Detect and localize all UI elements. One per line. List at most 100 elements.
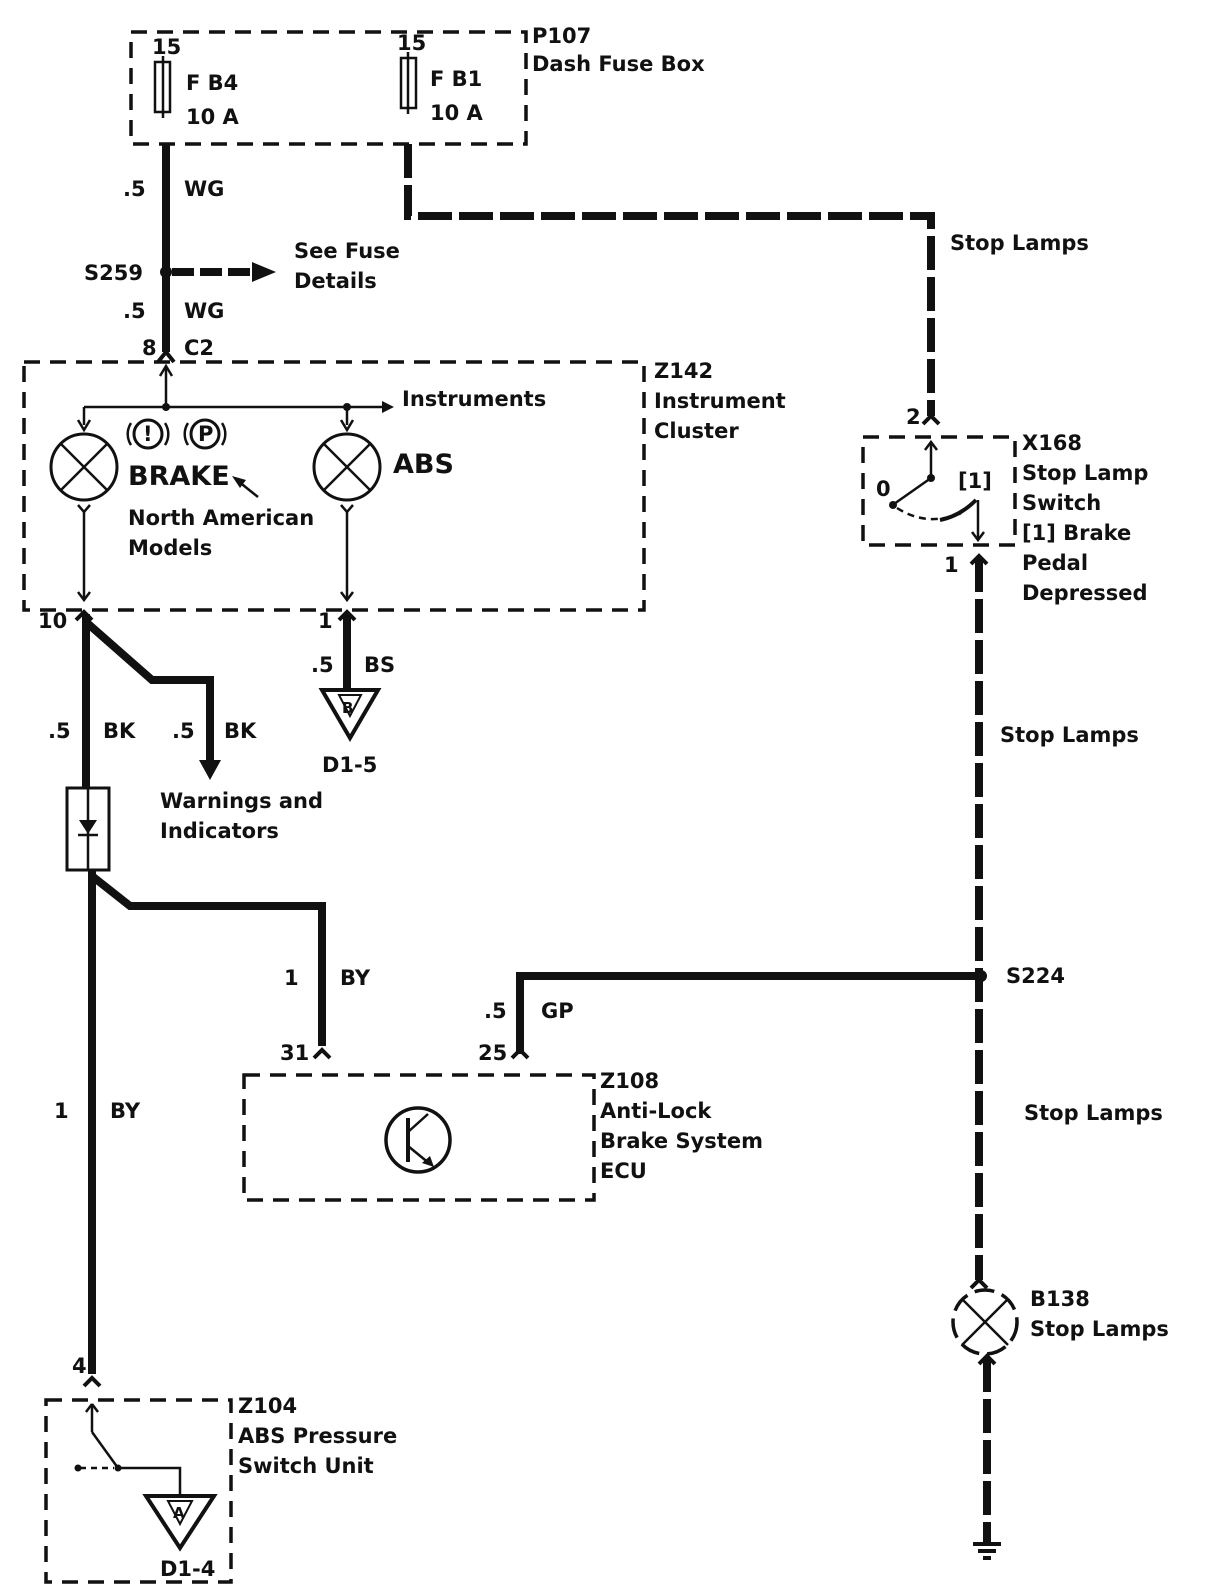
fuse-f-b4-circuit: 15: [152, 35, 181, 59]
fuse-f-b4-name: F B4: [186, 71, 238, 95]
instrument-cluster-name-line1: Instrument: [654, 389, 786, 413]
stop-lamp-switch-pin-in: 2: [906, 405, 921, 429]
ecu-pin-31: 31: [280, 1041, 309, 1065]
gp-wire: .5 GP S224: [484, 964, 1065, 1054]
stop-lamps-bulb-id: B138: [1030, 1287, 1090, 1311]
fuse-f-b1-rating: 10 A: [430, 101, 484, 125]
pressure-switch-outline: [44, 1398, 233, 1584]
splice-s259-label: S259: [84, 261, 143, 285]
stop-lamps-label-1: Stop Lamps: [950, 231, 1089, 255]
wire-bk-branch: [83, 618, 214, 762]
instrument-cluster-id: Z142: [654, 359, 713, 383]
stop-lamps-bulb-name: Stop Lamps: [1030, 1317, 1169, 1341]
fuse-f-b1-circuit: 15: [397, 31, 426, 55]
stop-lamp-switch-pos-1: [1]: [958, 469, 992, 493]
ground-a-ref: D1-4: [160, 1557, 215, 1581]
fuse-box-outline: [129, 30, 528, 146]
parking-brake-symbol-icon: P: [183, 418, 227, 450]
fuse-box-id: P107: [532, 24, 591, 48]
brake-warning-lamp-icon: [49, 432, 119, 502]
stop-lamps-label-3: Stop Lamps: [1024, 1101, 1163, 1125]
fuse-f-b1-name: F B1: [430, 67, 482, 91]
arrow-right-icon: [252, 262, 276, 282]
brake-lamp-output-circuit: 10 .5 BK .5 BK Warnings and Indicators: [38, 609, 323, 843]
brake-exclamation-symbol-icon: !: [126, 418, 170, 450]
stop-lamps-label-2: Stop Lamps: [1000, 723, 1139, 747]
instrument-cluster: ! P BRAKE ABS North American Models Inst…: [22, 359, 786, 612]
warnings-label-line2: Indicators: [160, 819, 279, 843]
wire-gp-size: .5: [484, 999, 507, 1023]
abs-lamp-pin: 1: [318, 609, 333, 633]
warnings-label-line1: Warnings and: [160, 789, 323, 813]
arrow-down-icon: [199, 760, 221, 780]
instrument-cluster-name-line2: Cluster: [654, 419, 739, 443]
instruments-arrow-icon: [382, 401, 394, 413]
stop-lamp-switch-id: X168: [1022, 431, 1082, 455]
wire-bs-size: .5: [311, 653, 334, 677]
abs-warning-lamp-icon: [312, 432, 382, 502]
stop-lamp-switch-name-line2: Switch: [1022, 491, 1101, 515]
wire-bk-size: .5: [48, 719, 71, 743]
wg-feed-wires: .5 WG S259 See Fuse Details .5 WG 8 C2: [84, 144, 400, 364]
brake-symbol-p: P: [198, 422, 213, 446]
wire-by-switch-size: 1: [54, 1099, 69, 1123]
stop-lamp-switch-note-line3: Depressed: [1022, 581, 1148, 605]
instrument-cluster-outline: [22, 360, 646, 612]
wire-bk-branch-color: BK: [224, 719, 257, 743]
stop-lamp-switch-pos-0: 0: [876, 477, 891, 501]
fuse-details-note-line2: Details: [294, 269, 377, 293]
abs-ecu-name-line1: Anti-Lock: [600, 1099, 712, 1123]
wire-bk-branch-size: .5: [172, 719, 195, 743]
abs-ecu-outline: [242, 1073, 596, 1202]
pressure-switch-name-line1: ABS Pressure: [238, 1424, 397, 1448]
wire-by-ecu-color: BY: [340, 966, 371, 990]
connector-c2-name: C2: [184, 336, 214, 360]
wire-gp: [516, 972, 975, 1054]
wire-gp-color: GP: [541, 999, 574, 1023]
instruments-label: Instruments: [402, 387, 546, 411]
abs-ecu-name-line2: Brake System: [600, 1129, 763, 1153]
abs-pressure-switch-unit: 4 A D1-4 Z104 ABS Pressure Switch Unit: [44, 1354, 397, 1584]
pressure-switch-pin: 4: [72, 1354, 87, 1378]
stop-lamp-switch-note-line2: Pedal: [1022, 551, 1088, 575]
ground-b-letter: B: [342, 699, 353, 717]
diode-icon: [65, 786, 111, 872]
ground-b-ref: D1-5: [322, 753, 377, 777]
dash-fuse-box: 15 F B4 10 A 15 F B1 10 A P107 Dash Fuse…: [129, 24, 705, 146]
stop-lamp-bulb-icon: [951, 1288, 1019, 1356]
brake-symbol-exclamation: !: [143, 422, 153, 446]
abs-lamp-label: ABS: [393, 449, 454, 480]
abs-lamp-ground-circuit: 1 .5 BS B D1-5: [311, 609, 395, 777]
connector-c2-icon: [156, 348, 176, 364]
wire-bk-color: BK: [103, 719, 136, 743]
wire-wg-size-2: .5: [123, 299, 146, 323]
pressure-switch-id: Z104: [238, 1394, 297, 1418]
abs-ecu-name-line3: ECU: [600, 1159, 647, 1183]
wire-stop-lamps-feed: [404, 144, 935, 416]
fuse-f-b4-rating: 10 A: [186, 105, 240, 129]
brake-lamp-pin: 10: [38, 609, 67, 633]
splice-s259-dot: [160, 266, 172, 278]
wire-by-ecu-size: 1: [284, 966, 299, 990]
connector-c2-pin: 8: [142, 336, 157, 360]
pointer-arrow-icon: [232, 476, 246, 488]
stop-lamp-circuit: Stop Lamps 2 0 [1] X168 Stop Lamp Switch…: [404, 144, 1169, 1560]
brake-lamp-label: BRAKE: [128, 461, 230, 492]
fuse-box-name: Dash Fuse Box: [532, 52, 705, 76]
ecu-pin-25: 25: [478, 1041, 507, 1065]
transistor-icon: [384, 1106, 452, 1174]
ground-icon: [973, 1542, 1001, 1560]
wire-bs-color: BS: [364, 653, 395, 677]
wire-wg-size: .5: [123, 177, 146, 201]
pressure-switch-name-line2: Switch Unit: [238, 1454, 374, 1478]
splice-s224-label: S224: [1006, 964, 1065, 988]
north-american-label-line1: North American: [128, 506, 314, 530]
wire-wg-color: WG: [184, 177, 224, 201]
by-wires: 1 BY 1 BY: [54, 870, 371, 1374]
wire-by-switch-color: BY: [110, 1099, 141, 1123]
north-american-label-line2: Models: [128, 536, 212, 560]
ground-a-letter: A: [173, 1504, 185, 1522]
abs-ecu: 31 25 Z108 Anti-Lock Brake System ECU: [242, 1041, 763, 1202]
stop-lamp-switch-note-line1: [1] Brake: [1022, 521, 1131, 545]
